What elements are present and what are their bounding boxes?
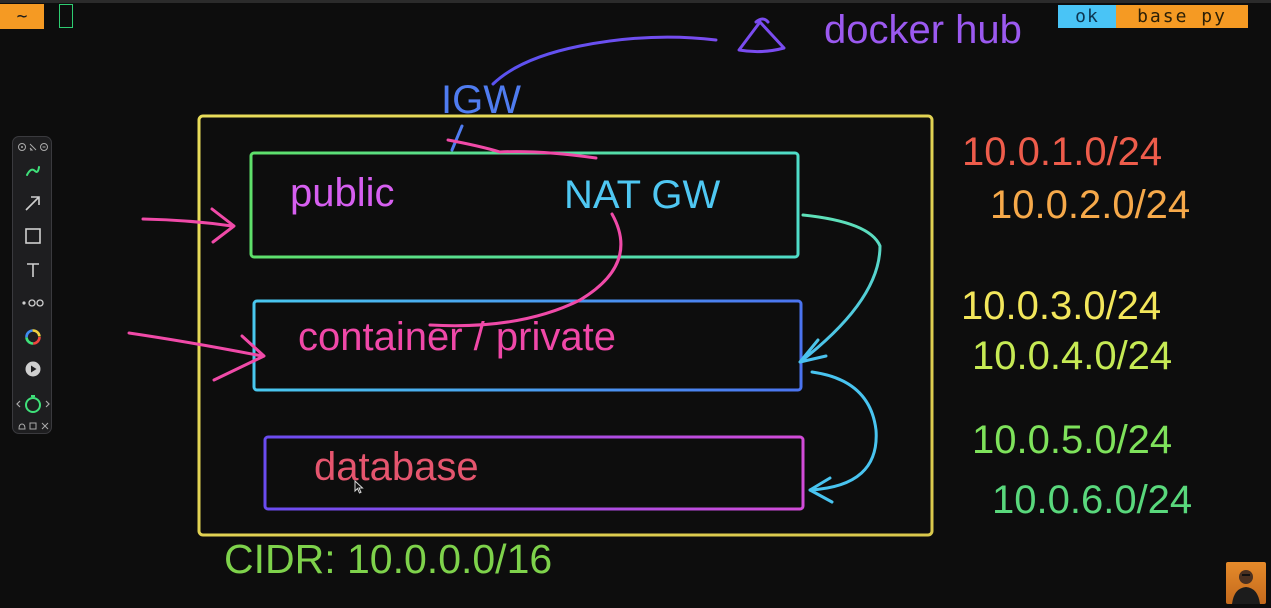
text-icon[interactable] [13,258,53,282]
pen-icon[interactable] [13,159,53,183]
timer-icon[interactable] [13,391,53,417]
public-label: public [290,171,395,215]
subnet-label: 10.0.4.0/24 [972,334,1173,378]
private-inbound-arrow [127,331,266,382]
terminal-cursor [59,4,73,28]
terminal-tab-home[interactable]: ~ [0,4,44,29]
private-to-database-arc [808,370,878,504]
database-label: database [314,445,479,489]
rectangle-icon[interactable] [13,224,53,248]
igw-tick [450,124,464,152]
subnet-label: 10.0.1.0/24 [962,130,1163,174]
status-ok-badge: ok [1058,5,1116,28]
cidr-label: CIDR: 10.0.0.0/16 [224,536,553,582]
subnet-label: 10.0.6.0/24 [992,478,1193,522]
public-inbound-arrow [141,207,236,244]
avatar [1226,562,1266,604]
docker-hub-label: docker hub [824,8,1022,52]
private-to-nat-curve [428,212,623,328]
mouse-pointer-icon [354,480,364,494]
toolbar-bottom-controls [13,420,53,432]
igw-to-dockerhub-arrow [491,35,718,86]
window-top-edge [0,0,1271,3]
status-env-badge: base py [1116,5,1248,28]
subnet-label: 10.0.5.0/24 [972,418,1173,462]
subnet-label: 10.0.2.0/24 [990,183,1191,227]
nat-to-igw-line [446,138,598,160]
vpc-box [197,114,934,537]
database-subnet-box [263,435,805,511]
docker-hub-shape [737,17,786,54]
terminal-status: ok base py [1058,5,1248,28]
toolbar-top-controls [13,140,53,154]
play-icon[interactable] [13,357,53,381]
container-private-label: container / private [298,315,616,359]
drawing-toolbar [12,136,52,434]
subnet-label: 10.0.3.0/24 [961,284,1162,328]
arrow-icon[interactable] [13,191,53,215]
nat-gw-label: NAT GW [564,173,721,217]
igw-label: IGW [441,78,521,122]
public-to-private-arc [798,213,882,364]
connector-icon[interactable] [13,293,53,313]
color-wheel-icon[interactable] [13,325,53,349]
